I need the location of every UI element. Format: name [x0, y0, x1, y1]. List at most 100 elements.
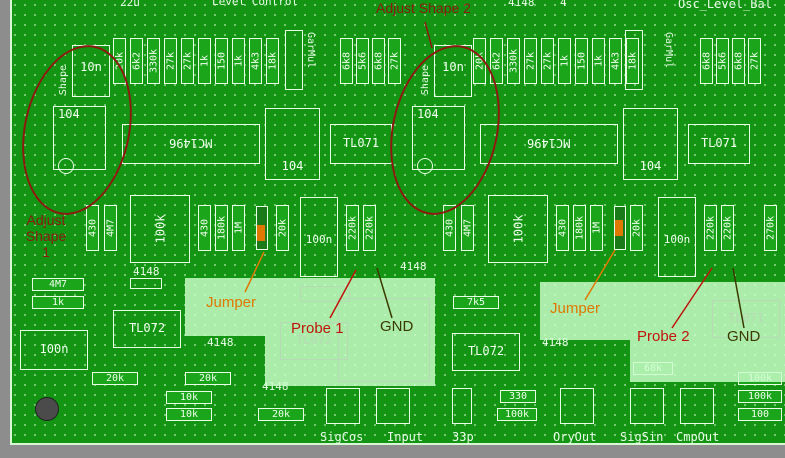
board-outline-left	[10, 0, 12, 445]
resistor-top-mid-1: 5k6	[356, 38, 369, 84]
board-edge-gray	[0, 445, 785, 458]
ic-tl072-a: TL072	[113, 310, 181, 348]
faint-box-2	[300, 286, 350, 302]
annotation-adjust-shape-2: Adjust Shape 2	[376, 0, 471, 16]
diode-4148-a: 4148	[133, 265, 160, 278]
resistor-top-left-2: 330k	[147, 38, 160, 84]
ic-tl072-b-label: TL072	[295, 333, 333, 347]
diode-body-a	[130, 278, 162, 289]
connector-cmpout	[680, 388, 714, 424]
cap-100n-mid-right-label: 100n	[663, 233, 691, 246]
bottom-label-sigcos: SigCos	[320, 430, 364, 444]
connector-sigsin	[630, 388, 664, 424]
line-probe-2	[671, 267, 713, 329]
resistor-top-left-0: 20k	[113, 38, 126, 84]
resistor-mid-h-0: 220k	[704, 205, 717, 251]
resistor-20k-b: 20k	[185, 372, 231, 385]
diode-4148-b: 4148	[207, 336, 234, 349]
resistor-top-mid-0: 6k8	[340, 38, 353, 84]
resistor-330: 330	[500, 390, 536, 403]
connector-sigcos	[326, 388, 360, 424]
cap-104-mid: 104	[265, 108, 320, 180]
connector-33p	[452, 388, 472, 424]
ic-tl071-far: TL071	[712, 300, 780, 338]
cap-10n-right: 10n	[434, 45, 472, 97]
resistor-top-left-7: 1k	[232, 38, 245, 84]
cap-100n-mid-left-label: 100n	[305, 233, 333, 246]
cap-100n-mid-left: 100n	[300, 197, 338, 277]
ic-tl071-left-label: TL071	[342, 136, 380, 150]
ic-tl072-b: TL072	[280, 322, 348, 360]
resistor-top-right-8: 4k3	[609, 38, 622, 84]
line-gnd-1	[376, 267, 393, 319]
connector-oryout	[560, 388, 594, 424]
cap-100n-left-label: 100n	[39, 342, 69, 356]
highlight-patch-4	[630, 282, 785, 382]
resistor-10k: 10k	[166, 391, 212, 404]
cap-104-mid-label: 104	[281, 159, 304, 173]
garmul-label-right: GarMul	[663, 32, 674, 69]
line-adjust-shape-2	[424, 21, 433, 49]
resistor-top-left-6: 150	[215, 38, 228, 84]
trimpot-circle-right	[417, 158, 433, 174]
resistor-top-right-3: 27k	[524, 38, 537, 84]
resistor-top-left-4: 27k	[181, 38, 194, 84]
bottom-label-33p: 33p	[452, 430, 474, 444]
resistor-mid-b-0: 430	[198, 205, 211, 251]
highlight-patch-1	[185, 278, 265, 336]
annotation-probe-1: Probe 1	[291, 320, 344, 337]
annotation-jumper-1: Jumper	[206, 294, 257, 311]
cap-10n-left: 10n	[72, 45, 110, 97]
resistor-top-left-5: 1k	[198, 38, 211, 84]
resistor-100k-c: 100k	[738, 390, 782, 403]
top-label-left: 22u	[120, 0, 140, 9]
resistor-top-mid-3: 27k	[388, 38, 401, 84]
resistor-mid-g-0: 20k	[630, 205, 643, 251]
trimpot-circle-left	[58, 158, 74, 174]
resistor-top-mid-2: 6k8	[372, 38, 385, 84]
resistor-top-right-2: 330k	[507, 38, 520, 84]
bottom-label-input: Input	[387, 430, 424, 444]
annotation-gnd-2: GND	[727, 328, 761, 345]
resistor-mid-d-0: 220k	[346, 205, 359, 251]
resistor-mid-a-0: 430	[86, 205, 99, 251]
line-probe-1	[329, 269, 357, 319]
connector-input	[376, 388, 410, 424]
resistor-top-right-4: 27k	[541, 38, 554, 84]
resistor-mid-d-1: 220k	[363, 205, 376, 251]
resistor-mid-b-2: 1M	[232, 205, 245, 251]
top-label-right: Osc_Level_Bal	[678, 0, 772, 11]
line-jumper-1	[244, 251, 265, 293]
bottom-label-oryout: OryOut	[553, 430, 597, 444]
cap-104-far-label: 104	[639, 159, 662, 173]
ic-tl071-right-label: TL071	[700, 136, 738, 150]
diode-4148-d: 4148	[400, 260, 427, 273]
resistor-top-right-6: 150	[575, 38, 588, 84]
resistor-mid-e-0: 430	[443, 205, 456, 251]
jumper-pad-right	[615, 220, 623, 236]
resistor-top-left-9: 18k	[266, 38, 279, 84]
trimpot-100k-left: 100k	[130, 195, 190, 263]
trimpot-104-left-label: 104	[58, 107, 80, 121]
faint-box-1	[338, 298, 430, 382]
resistor-10k-b: 10k	[166, 408, 212, 421]
ic-tl072-a-label: TL072	[128, 321, 166, 335]
ic-mc1496-right: MC1496	[480, 124, 618, 164]
resistor-mid-b-1: 180k	[215, 205, 228, 251]
resistor-1k-left: 1k	[32, 296, 84, 309]
highlight-patch-3	[540, 282, 630, 340]
trimpot-104-right: 104	[412, 106, 465, 170]
garmul-label-left: GarMul	[305, 32, 316, 69]
resistor-mid-i-0: 270k	[764, 205, 777, 251]
garmul-connector-right	[625, 30, 643, 90]
resistor-top-far-2: 6k8	[732, 38, 745, 84]
ic-tl071-right: TL071	[688, 124, 750, 164]
jumper-pad-left	[257, 225, 265, 241]
cap-100n-mid-right: 100n	[658, 197, 696, 277]
highlight-patch-2	[265, 278, 435, 386]
resistor-top-left-1: 6k2	[130, 38, 143, 84]
top-label-center: Level Control	[212, 0, 299, 8]
resistor-top-right-0: 20k	[473, 38, 486, 84]
